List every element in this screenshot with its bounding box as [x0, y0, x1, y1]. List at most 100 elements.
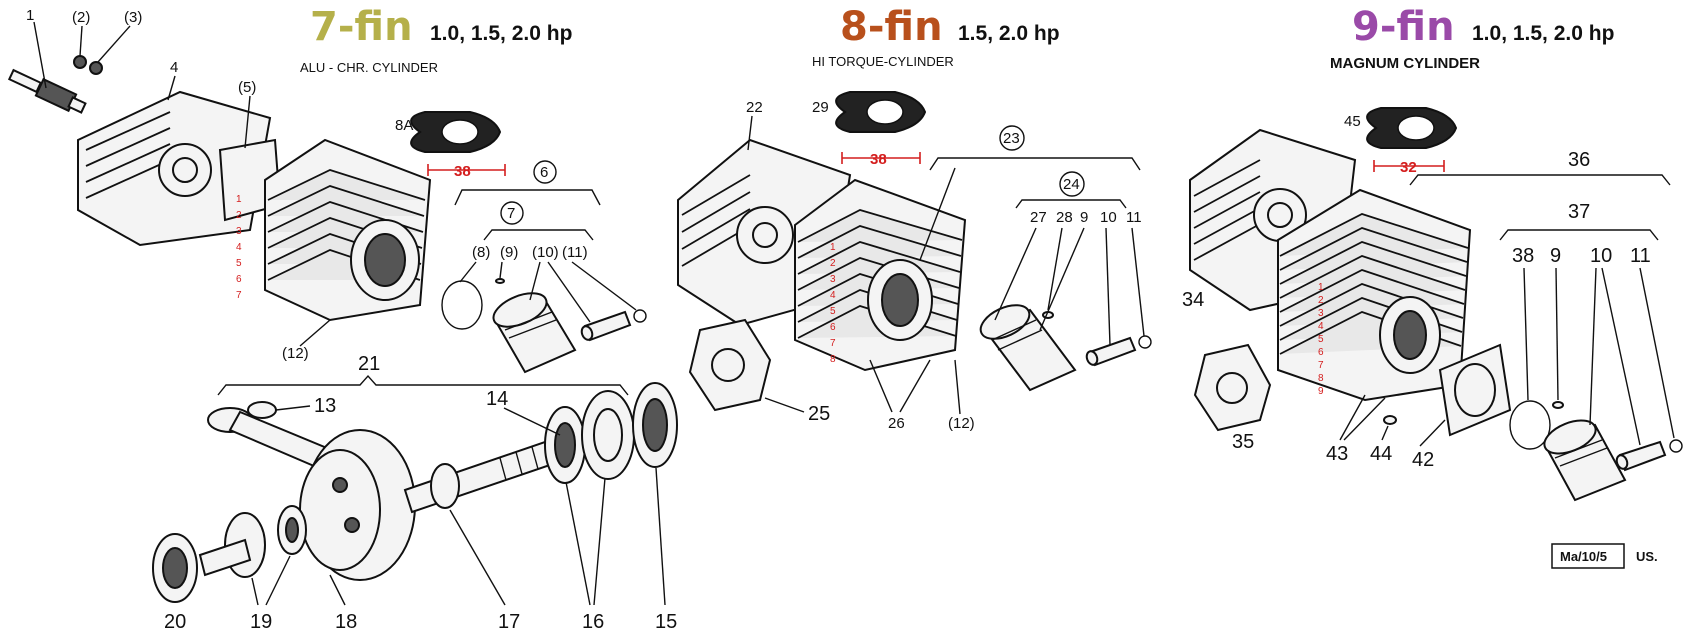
callout-42: 42: [1412, 449, 1434, 471]
callout-4: 4: [170, 59, 178, 76]
callout-28: 28: [1056, 209, 1073, 226]
washer-drawing: [89, 61, 103, 75]
cylinder-9-fin-drawing: [1277, 188, 1472, 402]
callout-20: 20: [164, 611, 186, 633]
callout-9b: 9: [1080, 209, 1088, 226]
svg-text:1: 1: [1318, 282, 1324, 293]
svg-text:38: 38: [870, 151, 887, 168]
dowel-drawing: [1383, 415, 1397, 425]
fin-numbers-7: 1 2 3 4 5 6 7: [236, 194, 242, 301]
callout-7: 7: [507, 205, 515, 222]
svg-text:4: 4: [830, 290, 836, 301]
callout-1: 1: [26, 7, 34, 24]
svg-text:3: 3: [830, 274, 836, 285]
callout-22: 22: [746, 99, 763, 116]
cylinder-7-fin-drawing: [264, 138, 432, 322]
callout-3: (3): [124, 9, 142, 26]
svg-text:38: 38: [454, 163, 471, 180]
crank-bearing-drawing: [632, 382, 678, 468]
callout-10: (10): [532, 244, 559, 261]
hp-9-fin: 1.0, 1.5, 2.0 hp: [1472, 22, 1614, 45]
pin-clip-9-drawing: [1552, 401, 1564, 409]
callout-10b: 10: [1100, 209, 1117, 226]
circlip-9-drawing: [1669, 439, 1683, 453]
section-7-fin: 7-fin 1.0, 1.5, 2.0 hp ALU - CHR. CYLIND…: [7, 4, 678, 633]
cylinder-gasket-9-drawing: [1438, 343, 1512, 437]
bearing-mid-drawing: [581, 390, 635, 480]
svg-text:4: 4: [236, 242, 242, 253]
callout-16: 16: [582, 611, 604, 633]
fin-numbers-8: 1 2 3 4 5 6 7 8: [830, 242, 836, 365]
piston-ring-9-drawing: [1509, 400, 1551, 450]
callout-11b: 11: [1126, 209, 1142, 226]
pin-clip-drawing: [495, 278, 505, 284]
circlip-drawing: [633, 309, 647, 323]
hp-8-fin: 1.5, 2.0 hp: [958, 22, 1060, 45]
wrist-pin-8-drawing: [1085, 336, 1137, 367]
wrist-pin-drawing: [580, 310, 632, 342]
svg-text:5: 5: [236, 258, 242, 269]
circlip-8-drawing: [1138, 335, 1152, 349]
callout-11: (11): [562, 244, 588, 261]
svg-text:32: 32: [1400, 159, 1417, 176]
subtitle-7-fin: ALU - CHR. CYLINDER: [300, 60, 438, 75]
svg-text:3: 3: [1318, 308, 1324, 319]
svg-text:6: 6: [1318, 347, 1324, 358]
callout-5: (5): [238, 79, 256, 96]
bearing-left-drawing: [544, 406, 586, 484]
piston-drawing: [492, 292, 577, 374]
spark-plug-drawing: [7, 68, 87, 114]
measure-9-fin: 32: [1373, 159, 1445, 176]
svg-text:5: 5: [1318, 334, 1324, 345]
callout-17: 17: [498, 611, 520, 633]
cylinder-head-drawing: [77, 90, 272, 247]
svg-text:2: 2: [1318, 295, 1324, 306]
piston-9-drawing: [1543, 419, 1627, 502]
measure-7-fin: 38: [427, 163, 506, 180]
callout-10c: 10: [1590, 245, 1612, 267]
callout-15: 15: [655, 611, 677, 633]
callout-19: 19: [250, 611, 272, 633]
callout-14: 14: [486, 388, 508, 410]
svg-text:1: 1: [236, 194, 242, 205]
callout-9: (9): [500, 244, 518, 261]
callout-25: 25: [808, 403, 830, 425]
callout-43: 43: [1326, 443, 1348, 465]
callout-24: 24: [1063, 176, 1080, 193]
callout-37: 37: [1568, 201, 1590, 223]
svg-text:9: 9: [1318, 386, 1324, 397]
small-end-bearing-drawing: [247, 401, 277, 419]
crank-stub-drawing: [198, 512, 266, 578]
callout-34: 34: [1182, 289, 1204, 311]
callout-35: 35: [1232, 431, 1254, 453]
callout-12b: (12): [948, 415, 975, 432]
cylinder-8-fin-drawing: [794, 178, 967, 372]
callout-13: 13: [314, 395, 336, 417]
base-gasket-9-drawing: [1193, 343, 1272, 432]
svg-text:2: 2: [236, 210, 242, 221]
drawing-code: Ma/10/5: [1560, 549, 1607, 564]
title-9-fin: 9-fin: [1352, 4, 1455, 50]
callout-2: (2): [72, 9, 90, 26]
fin-numbers-9: 1 2 3 4 5 6 7 8 9: [1318, 282, 1324, 397]
svg-text:4: 4: [1318, 321, 1324, 332]
nut-drawing: [73, 55, 87, 69]
svg-text:6: 6: [236, 274, 242, 285]
oil-seal-drawing: [152, 533, 198, 603]
callout-12a: (12): [282, 345, 309, 362]
callout-23: 23: [1003, 130, 1020, 147]
region-code: US.: [1636, 549, 1658, 564]
section-9-fin: 9-fin 1.0, 1.5, 2.0 hp MAGNUM CYLINDER 3…: [1182, 4, 1683, 502]
callout-8: (8): [472, 244, 490, 261]
callout-27: 27: [1030, 209, 1047, 226]
callout-36: 36: [1568, 149, 1590, 171]
shim-drawing: [430, 463, 460, 509]
callout-11c: 11: [1630, 245, 1651, 267]
gasket-label-8-fin: 29: [812, 99, 829, 116]
section-8-fin: 8-fin 1.5, 2.0 hp HI TORQUE-CYLINDER 22 …: [677, 4, 1152, 432]
callout-9c: 9: [1550, 245, 1561, 267]
title-7-fin: 7-fin: [310, 4, 413, 50]
drawing-code-box: [1551, 543, 1625, 569]
svg-text:7: 7: [830, 338, 836, 349]
